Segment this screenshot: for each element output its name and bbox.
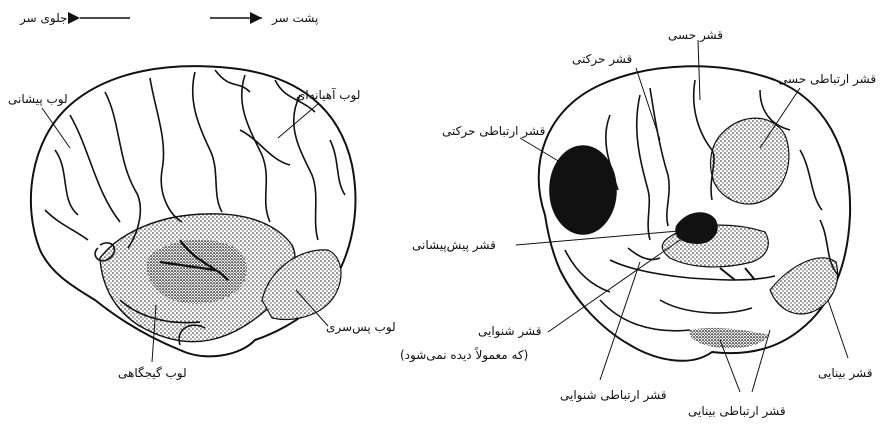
right-brain-drawing: [539, 66, 850, 361]
auditory-cortex-note: (که معمولاً دیده نمی‌شود): [400, 348, 528, 362]
visual-cortex-label: قشر بینایی: [818, 366, 872, 380]
visual-association-label: قشر ارتباطی بینایی: [688, 404, 786, 418]
left-brain-drawing: [31, 66, 356, 356]
frontal-lobe-label: لوب پیشانی: [8, 92, 68, 106]
auditory-cortex-label: قشر شنوایی: [478, 324, 541, 338]
parietal-lobe-label: لوب آهیانه‌ای: [296, 88, 360, 102]
auditory-association-label: قشر ارتباطی شنوایی: [560, 388, 667, 402]
motor-association-oval: [550, 146, 616, 234]
sensory-association-label: قشر ارتباطی حسی: [778, 72, 876, 86]
front-of-head-label: جلوی سر: [20, 11, 67, 25]
motor-cortex-label: قشر حرکتی: [572, 52, 632, 66]
temporal-lobe-label: لوب گیجگاهی: [118, 366, 187, 380]
back-of-head-label: پشت سر: [272, 11, 318, 25]
somatosensory-cortex-label: قشر حسی: [668, 28, 723, 42]
motor-association-label: قشر ارتباطی حرکتی: [442, 124, 545, 138]
leader-visual-cortex: [828, 300, 848, 358]
prefrontal-cortex-label: قشر پیش‌پیشانی: [412, 238, 496, 252]
occipital-lobe-label: لوب پس‌سری: [326, 320, 396, 334]
